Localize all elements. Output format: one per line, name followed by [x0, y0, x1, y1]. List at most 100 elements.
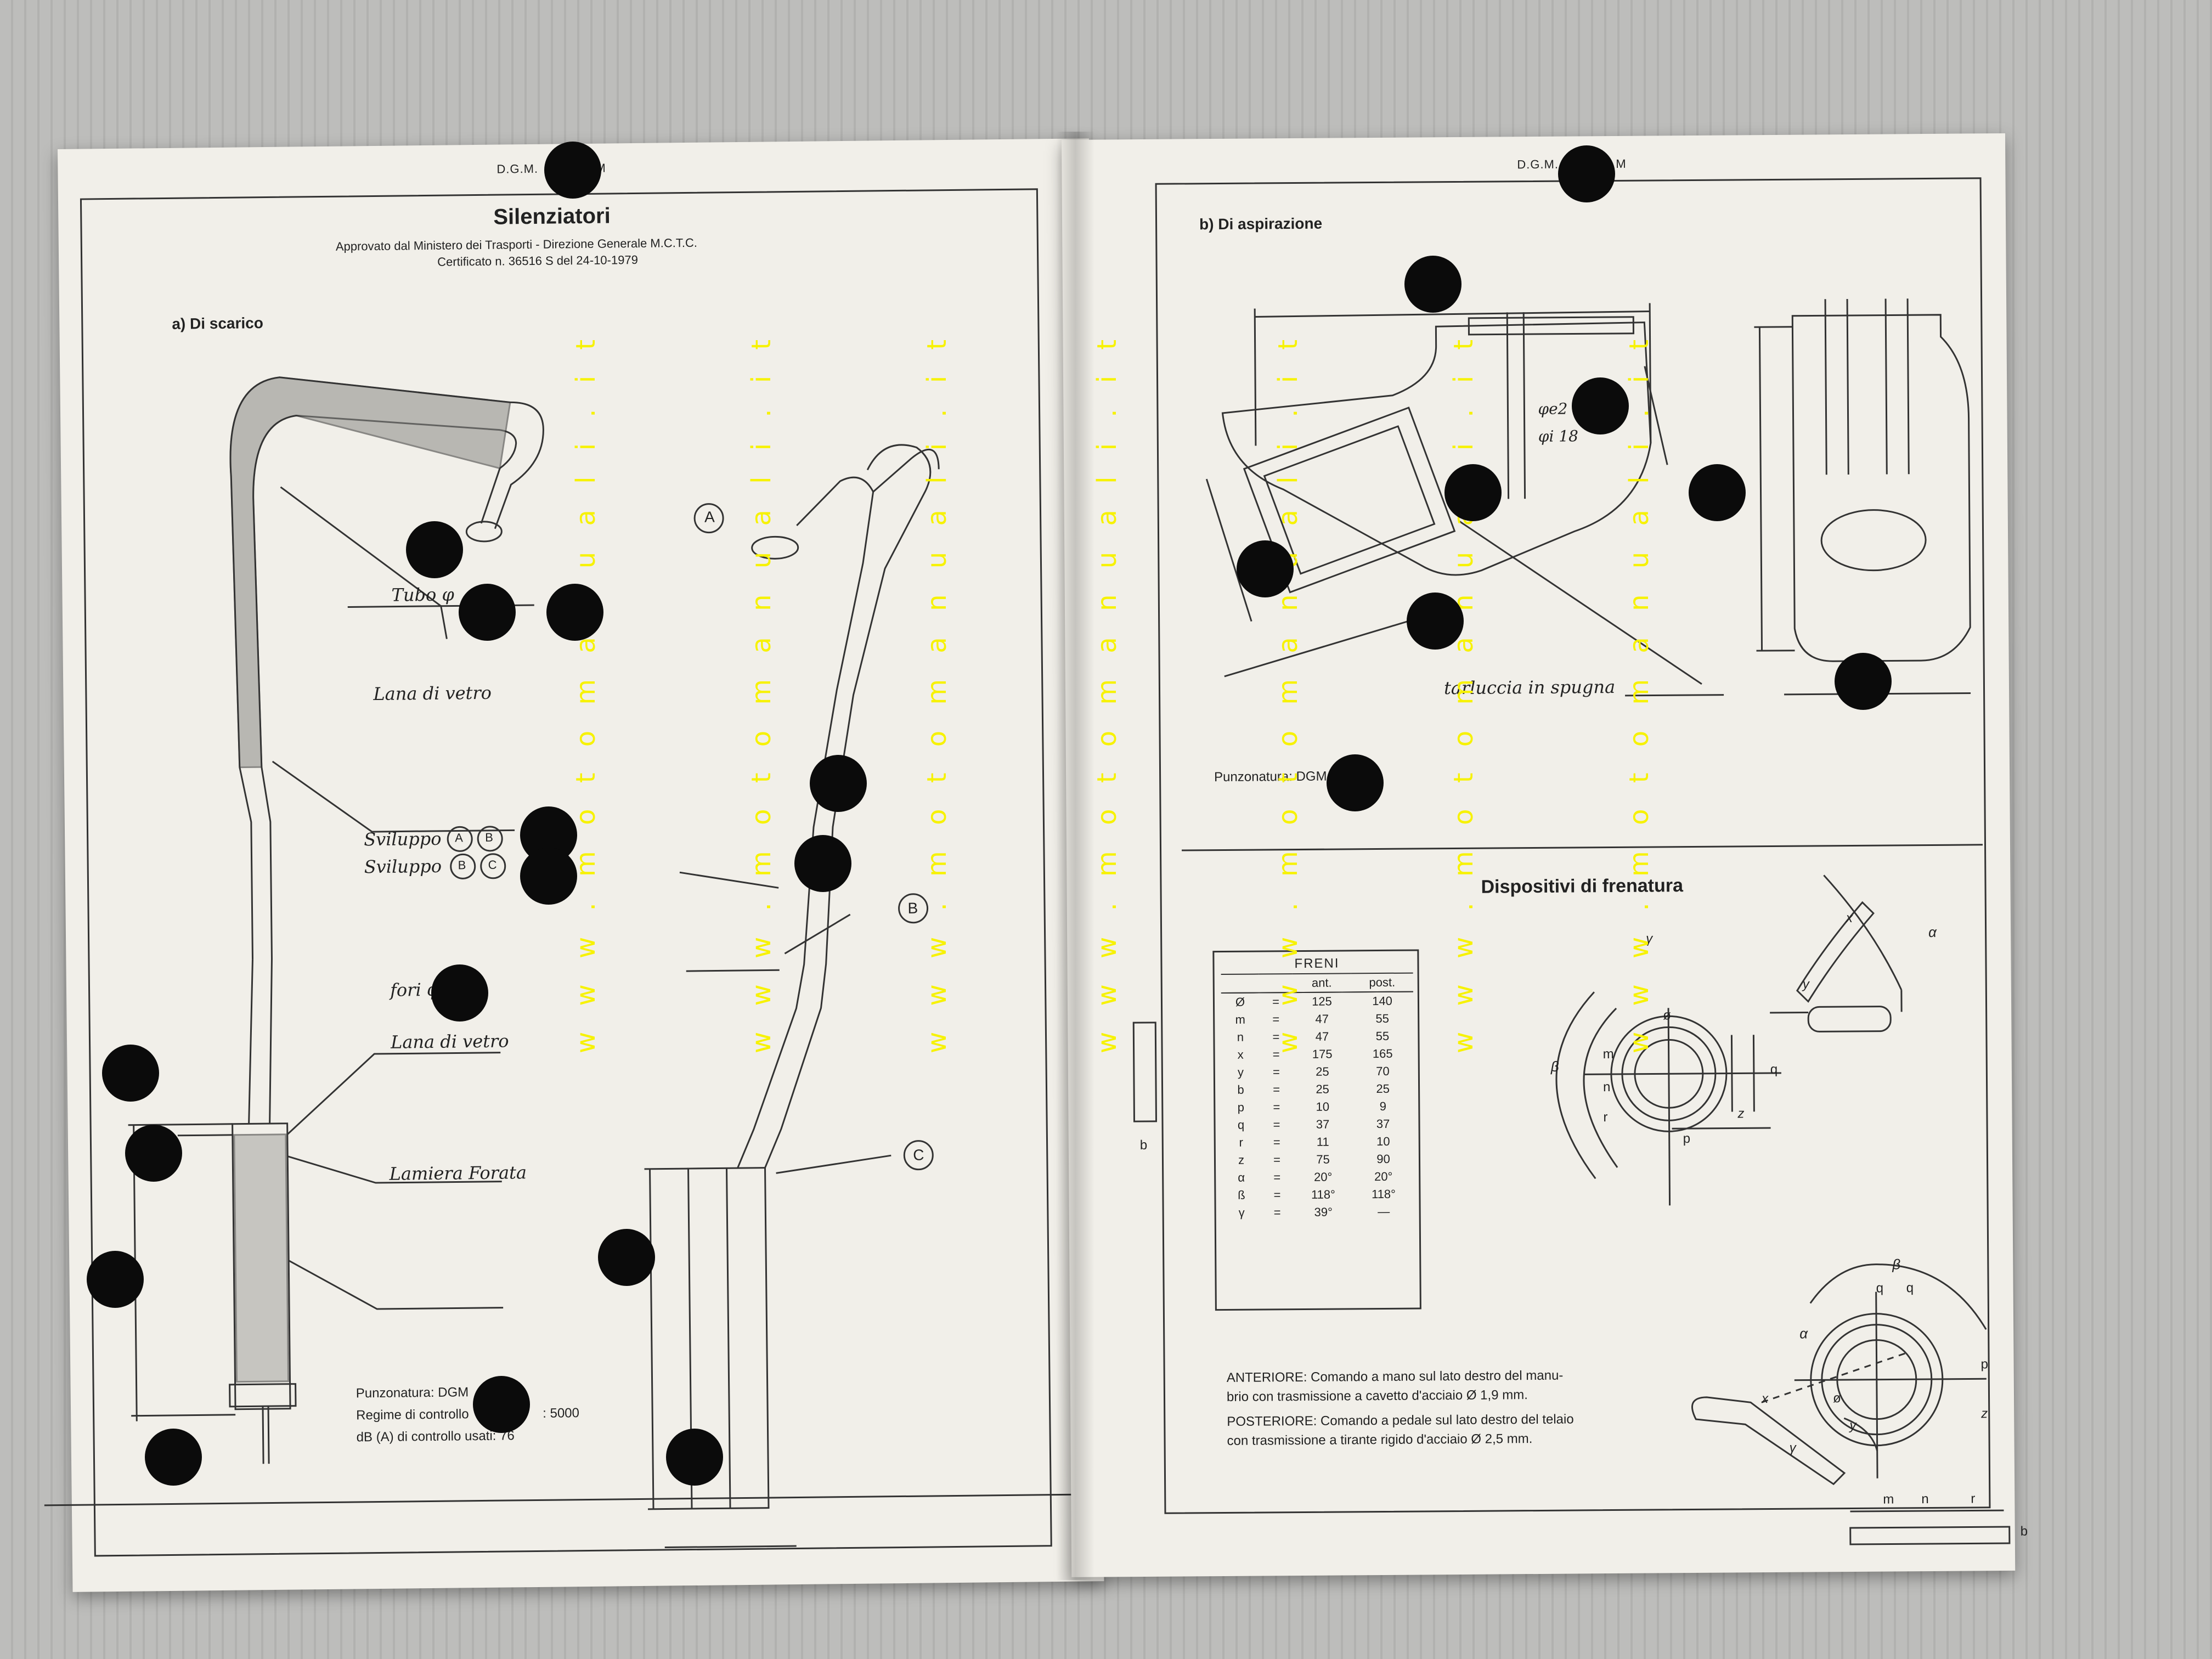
dim-b-rear: b	[2020, 1523, 2028, 1539]
freni-cell-post: 118°	[1371, 1187, 1396, 1201]
dim-alpha-rear: α	[1799, 1325, 1808, 1342]
dim-phi: ø	[1663, 1008, 1671, 1023]
redaction-dot	[102, 1045, 159, 1102]
freni-cell-ant: 39°	[1314, 1205, 1333, 1219]
freni-cell-post: 70	[1376, 1064, 1390, 1079]
freni-cell-ant: 11	[1316, 1135, 1329, 1149]
redaction-dot	[810, 755, 867, 812]
dim-z: z	[1737, 1106, 1745, 1121]
freni-cell-post: 37	[1376, 1116, 1390, 1131]
freni-cell-post: 25	[1376, 1081, 1390, 1096]
intake-and-brake-drawing	[1132, 298, 2011, 1545]
freni-cell-ant: 75	[1316, 1152, 1330, 1166]
dim-y: y	[1802, 977, 1809, 992]
redaction-dot	[520, 848, 577, 905]
freni-cell-ant: 25	[1316, 1064, 1329, 1079]
dim-x-rear: x	[1761, 1391, 1769, 1407]
redaction-dot	[544, 142, 601, 199]
circle-label-b2-small: B	[458, 858, 466, 872]
redaction-dot	[87, 1251, 144, 1308]
redaction-dot	[1572, 377, 1629, 435]
watermark-1: w w w . m o t o m a n u a l i . i t	[571, 330, 601, 1053]
dim-r-rear: r	[1971, 1491, 1976, 1506]
redaction-dot	[546, 584, 603, 641]
redaction-dot	[1327, 754, 1384, 811]
watermark-6: w w w . m o t o m a n u a l i . i t	[1448, 330, 1479, 1053]
redaction-dot	[1237, 540, 1294, 597]
watermark-3: w w w . m o t o m a n u a l i . i t	[922, 330, 952, 1053]
freni-cell-sym: z	[1238, 1153, 1245, 1167]
freni-cell-sym: n	[1237, 1030, 1244, 1044]
freni-cell-ant: 118°	[1311, 1187, 1335, 1201]
dim-x: x	[1846, 910, 1853, 926]
dim-m: m	[1602, 1047, 1614, 1062]
freni-cell-sym: r	[1239, 1135, 1244, 1149]
freni-cell-eq: =	[1273, 1170, 1281, 1184]
freni-cell-post: 20°	[1374, 1169, 1393, 1184]
freni-cell-eq: =	[1273, 1118, 1280, 1132]
right-punzonatura: Punzonatura: DGM	[1214, 769, 1327, 785]
redaction-dot	[406, 521, 463, 578]
dim-gamma-rear: γ	[1789, 1440, 1796, 1455]
label-lana-di-vetro-bottom: Lana di vetro	[390, 1030, 509, 1053]
label-phi-i: φi 18	[1538, 427, 1579, 445]
spec-regime: Regime di controllo	[356, 1407, 469, 1423]
dim-n: n	[1602, 1080, 1611, 1095]
left-page: D.G.M. M Silenziatori Approvato dal Mini…	[44, 138, 1104, 1592]
redaction-dot	[598, 1229, 655, 1286]
redaction-dot	[125, 1125, 182, 1182]
freni-cell-sym: y	[1237, 1065, 1244, 1079]
label-sviluppo-bc: Sviluppo	[364, 855, 442, 878]
dim-beta-rear: β	[1892, 1256, 1901, 1273]
dim-p: p	[1683, 1131, 1691, 1147]
freni-cell-sym: ß	[1238, 1188, 1245, 1202]
freni-cell-sym: b	[1237, 1082, 1244, 1097]
redaction-dot	[1404, 256, 1462, 313]
redaction-dot	[459, 584, 516, 641]
book-spine-shadow	[1056, 132, 1094, 1580]
freni-cell-ant: 20°	[1314, 1170, 1333, 1184]
freni-col-post: post.	[1351, 973, 1413, 992]
freni-cell-ant: 10	[1316, 1099, 1330, 1114]
freni-cell-post: —	[1378, 1204, 1390, 1219]
freni-cell-sym: γ	[1238, 1205, 1245, 1220]
freni-row: α=20°20°	[1222, 1168, 1414, 1187]
exhaust-drawing	[128, 376, 940, 1549]
redaction-dot	[473, 1376, 530, 1433]
dim-z-rear: z	[1981, 1406, 1988, 1421]
dim-r: r	[1603, 1110, 1608, 1125]
circle-label-b: B	[907, 899, 918, 917]
redaction-dot	[1835, 653, 1892, 710]
dim-q-rear-2: q	[1906, 1280, 1914, 1296]
spec-punzonatura: Punzonatura: DGM	[356, 1385, 469, 1401]
circle-label-b-small: B	[485, 830, 493, 844]
label-tubo: Tubo φ	[391, 584, 455, 606]
freni-cell-sym: Ø	[1235, 995, 1245, 1009]
watermark-2: w w w . m o t o m a n u a l i . i t	[746, 330, 777, 1053]
dim-phi-rear: ø	[1832, 1391, 1841, 1406]
redaction-dot	[794, 835, 851, 892]
watermark-4: w w w . m o t o m a n u a l i . i t	[1092, 330, 1122, 1053]
freni-row: ß=118°118°	[1222, 1186, 1414, 1204]
redaction-dot	[1444, 464, 1502, 521]
freni-cell-eq: =	[1273, 1153, 1281, 1167]
redaction-dot	[431, 964, 488, 1022]
anteriore-line-2: brio con trasmissione a cavetto d'acciai…	[1226, 1387, 1528, 1404]
dim-beta: β	[1550, 1058, 1559, 1075]
dim-alpha: α	[1928, 923, 1937, 941]
label-lana-di-vetro-top: Lana di vetro	[373, 682, 492, 705]
redaction-dot	[145, 1429, 202, 1486]
freni-cell-eq: =	[1273, 1100, 1280, 1114]
dim-b: b	[1139, 1137, 1148, 1153]
circle-label-a-small: A	[455, 831, 463, 845]
redaction-dot	[1407, 592, 1464, 650]
